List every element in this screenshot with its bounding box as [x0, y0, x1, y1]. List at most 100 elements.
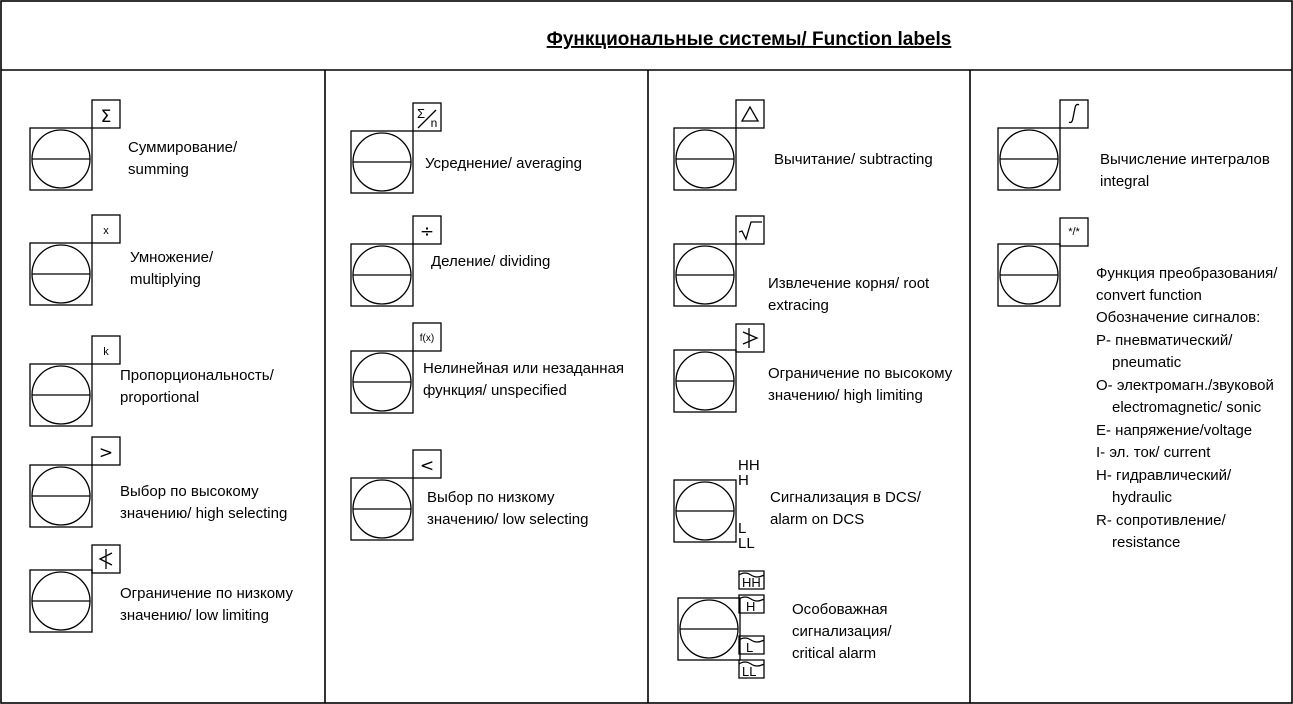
- svg-text:HH: HH: [742, 575, 761, 590]
- label-line: Вычисление интегралов: [1100, 151, 1270, 168]
- svg-text:H: H: [738, 472, 749, 489]
- svg-text:H: H: [746, 599, 755, 614]
- label-line: значению/ high limiting: [768, 387, 923, 404]
- label-line: Умножение/: [130, 249, 214, 266]
- integral-icon: [1068, 103, 1080, 124]
- label-line: Пропорциональность/: [120, 367, 275, 384]
- label-root-extracting: Извлечение корня/ root extracing: [673, 215, 930, 314]
- label-line: значению/ low selecting: [427, 511, 588, 528]
- instrument-bubble-icon: [997, 243, 1061, 307]
- label-line: Сигнализация в DCS/: [770, 489, 922, 506]
- label-proportional: k Пропорциональность/ proportional: [29, 335, 275, 427]
- convert-icon: */*: [1068, 226, 1080, 238]
- label-summing: Σ Суммирование/ summing: [29, 99, 238, 191]
- svg-text:L: L: [738, 520, 746, 537]
- divide-icon: ÷: [420, 222, 434, 242]
- page-title: Функциональные системы/ Function labels: [547, 29, 952, 50]
- label-high-selecting: > Выбор по высокому значению/ high selec…: [29, 436, 287, 528]
- label-line: Усреднение/ averaging: [425, 155, 582, 172]
- instrument-bubble-icon: [29, 242, 93, 306]
- label-line: Обозначение сигналов:: [1096, 309, 1260, 326]
- label-line: значению/ low limiting: [120, 607, 269, 624]
- signal-line: P- пневматический/: [1096, 332, 1233, 349]
- label-line: Ограничение по низкому: [120, 585, 294, 602]
- svg-text:n: n: [431, 116, 438, 130]
- label-line: Суммирование/: [128, 139, 238, 156]
- label-line: extracing: [768, 297, 829, 314]
- signal-line: hydraulic: [1112, 489, 1173, 506]
- label-low-limiting: Ограничение по низкому значению/ low lim…: [29, 544, 294, 633]
- critical-alarm-flags-icon: HH H L LL: [738, 570, 765, 679]
- label-alarm-dcs: HH H L LL Сигнализация в DCS/ alarm on D…: [673, 457, 922, 552]
- label-line: Выбор по высокому: [120, 483, 259, 500]
- label-line: Выбор по низкому: [427, 489, 555, 506]
- function-icon: f(x): [420, 333, 434, 344]
- label-critical-alarm: HH H L LL Особоважная сигнализация/ crit…: [677, 570, 892, 679]
- low-limit-icon: [98, 549, 113, 569]
- instrument-bubble-icon: [29, 464, 93, 528]
- label-convert-function: */* Функция преобразования/ convert func…: [997, 217, 1278, 551]
- instrument-bubble-icon: [350, 243, 414, 307]
- svg-text:L: L: [746, 640, 753, 655]
- alarm-levels-icon: HH H L LL: [738, 457, 760, 552]
- label-averaging: Σ n Усреднение/ averaging: [350, 102, 582, 194]
- function-tag-box: [735, 215, 765, 245]
- label-subtracting: Вычитание/ subtracting: [673, 99, 933, 191]
- label-line: Функция преобразования/: [1096, 265, 1278, 282]
- label-unspecified: f(x) Нелинейная или незаданная функция/ …: [350, 322, 624, 414]
- instrument-bubble-icon: [29, 569, 93, 633]
- label-line: Деление/ dividing: [431, 253, 550, 270]
- label-line: Вычитание/ subtracting: [774, 151, 933, 168]
- signal-line: E- напряжение/voltage: [1096, 422, 1252, 439]
- svg-text:LL: LL: [742, 664, 756, 679]
- instrument-bubble-icon: [673, 243, 737, 307]
- label-line: Нелинейная или незаданная: [423, 360, 624, 377]
- greater-than-icon: >: [99, 443, 113, 463]
- svg-text:LL: LL: [738, 535, 755, 552]
- instrument-bubble-icon: [997, 127, 1061, 191]
- signal-line: pneumatic: [1112, 354, 1182, 371]
- label-multiplying: x Умножение/ multiplying: [29, 214, 214, 306]
- instrument-bubble-icon: [673, 349, 737, 413]
- proportional-icon: k: [103, 346, 109, 358]
- signal-line: resistance: [1112, 534, 1180, 551]
- signal-line: O- электромагн./звуковой: [1096, 377, 1274, 394]
- label-line: функция/ unspecified: [423, 382, 567, 399]
- label-line: значению/ high selecting: [120, 505, 287, 522]
- label-line: Особоважная: [792, 601, 888, 618]
- label-line: summing: [128, 161, 189, 178]
- label-line: alarm on DCS: [770, 511, 864, 528]
- instrument-bubble-icon: [350, 350, 414, 414]
- label-high-limiting: Ограничение по высокому значению/ high l…: [673, 323, 953, 413]
- label-integral: Вычисление интегралов integral: [997, 99, 1270, 191]
- instrument-bubble-icon: [350, 477, 414, 541]
- instrument-bubble-icon: [677, 597, 741, 661]
- label-line: multiplying: [130, 271, 201, 288]
- label-low-selecting: < Выбор по низкому значению/ low selecti…: [350, 449, 588, 541]
- multiply-icon: x: [103, 225, 109, 237]
- instrument-bubble-icon: [29, 127, 93, 191]
- label-line: integral: [1100, 173, 1149, 190]
- signal-line: R- сопротивление/: [1096, 512, 1226, 529]
- instrument-bubble-icon: [350, 130, 414, 194]
- label-line: convert function: [1096, 287, 1202, 304]
- label-dividing: ÷ Деление/ dividing: [350, 215, 550, 307]
- high-limit-icon: [742, 328, 759, 348]
- signal-line: electromagnetic/ sonic: [1112, 399, 1262, 416]
- function-tag-box: [735, 99, 765, 129]
- sum-icon: Σ: [101, 107, 112, 127]
- label-line: critical alarm: [792, 645, 876, 662]
- instrument-bubble-icon: [673, 127, 737, 191]
- instrument-bubble-icon: [673, 479, 737, 543]
- svg-text:Σ: Σ: [417, 106, 425, 121]
- instrument-bubble-icon: [29, 363, 93, 427]
- label-line: Извлечение корня/ root: [768, 275, 930, 292]
- square-root-icon: [738, 221, 762, 241]
- function-tag-box: [735, 323, 765, 353]
- signal-line: I- эл. ток/ current: [1096, 444, 1211, 461]
- average-icon: Σ n: [417, 106, 437, 130]
- label-line: Ограничение по высокому: [768, 365, 953, 382]
- label-line: proportional: [120, 389, 199, 406]
- less-than-icon: <: [420, 456, 434, 476]
